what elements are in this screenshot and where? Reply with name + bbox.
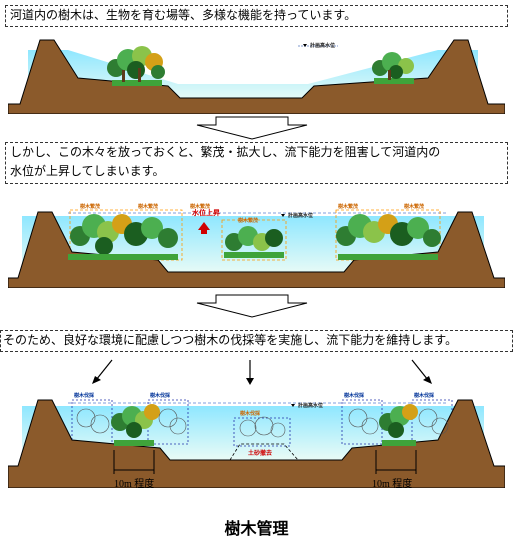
- sediment-removal-label: 土砂撤去: [248, 450, 273, 457]
- caption-intro: 河道内の樹木は、生物を育む場等、多様な機能を持っています。: [5, 5, 508, 27]
- caption-solution: そのため、良好な環境に配慮しつつ樹木の伐採等を実施し、流下能力を維持します。: [0, 330, 513, 352]
- tree-cluster-left: [107, 46, 165, 86]
- river-bank-earth: [8, 399, 505, 488]
- panel-overgrown-river: 樹木繁茂 樹木繁茂 樹木繁茂 樹木繁茂 樹木繁茂 樹木繁茂 水位上昇 計画高水位: [8, 202, 505, 288]
- water-level-marker-icon: [291, 404, 295, 407]
- sediment-removal-outline: [229, 443, 299, 461]
- caption-problem-line1: しかし、この木々を放っておくと、繁茂・拡大し、流下能力を阻害して河道内の: [10, 145, 441, 159]
- water-rise-label: 水位上昇: [192, 209, 220, 217]
- tree-cluster-right: [379, 404, 418, 446]
- tree-overgrowth-label-2: 樹木繁茂: [138, 204, 159, 210]
- water-rise-arrow-icon: [198, 222, 210, 234]
- tree-cut-label-2: 樹木伐採: [150, 393, 171, 399]
- arrow-center-icon: [246, 378, 254, 385]
- river-cross-section-3: [8, 399, 505, 488]
- down-arrow-icon: [196, 294, 308, 318]
- tree-cut-label-4: 樹木伐採: [414, 393, 435, 399]
- tree-overgrowth-label-6: 樹木繁茂: [190, 204, 211, 210]
- water-level-label: 計画高水位: [298, 403, 324, 409]
- panel-managed-river: 樹木伐採 樹木伐採 樹木伐採 樹木伐採 樹木伐採 計画高水位 土砂撤去 10m …: [8, 388, 505, 490]
- cut-tree-outlines: [76, 408, 449, 438]
- water-level-marker-icon: [303, 44, 307, 47]
- water-level-label: 計画高水位: [310, 43, 336, 49]
- caption-problem: しかし、この木々を放っておくと、繁茂・拡大し、流下能力を阻害して河道内の 水位が…: [5, 142, 508, 184]
- figure-title: 樹木管理: [224, 519, 289, 538]
- river-cross-section-2: [8, 209, 505, 288]
- tree-cluster-left: [111, 404, 160, 446]
- caption-problem-line2: 水位が上昇してしまいます。: [10, 164, 165, 178]
- tree-overgrowth-label-5: 樹木繁茂: [404, 204, 425, 210]
- distance-label-right: 10m 程度: [372, 479, 413, 490]
- tree-cut-label-1: 樹木伐採: [74, 393, 95, 399]
- down-arrow-icon: [196, 116, 308, 140]
- tree-overgrowth-label-1: 樹木繁茂: [80, 204, 101, 210]
- tree-cut-label-center: 樹木伐採: [240, 411, 261, 417]
- tree-cluster-center: [224, 226, 284, 258]
- water-level-label: 計画高水位: [288, 213, 314, 219]
- arrow-left-icon: [92, 376, 101, 384]
- tree-overgrowth-label-3: 樹木繁茂: [238, 218, 259, 224]
- tree-overgrowth-label-4: 樹木繁茂: [338, 204, 359, 210]
- water-level-marker-icon: [281, 214, 285, 217]
- arrow-right-icon: [423, 376, 432, 384]
- river-cross-section-1: [8, 39, 505, 114]
- pointer-arrows: [92, 359, 432, 385]
- river-bank-earth: [8, 211, 505, 288]
- distance-indicators: [113, 450, 417, 474]
- caption-solution-text: そのため、良好な環境に配慮しつつ樹木の伐採等を実施し、流下能力を維持します。: [3, 333, 458, 347]
- river-bank-earth: [8, 39, 505, 114]
- caption-intro-text: 河道内の樹木は、生物を育む場等、多様な機能を持っています。: [10, 8, 357, 22]
- tree-cluster-left: [68, 214, 178, 260]
- tree-cluster-right: [336, 214, 441, 260]
- distance-label-left: 10m 程度: [114, 479, 155, 490]
- tree-cluster-right: [372, 52, 414, 84]
- panel-healthy-river: 計画高水位: [8, 32, 505, 114]
- tree-cut-label-3: 樹木伐採: [344, 393, 365, 399]
